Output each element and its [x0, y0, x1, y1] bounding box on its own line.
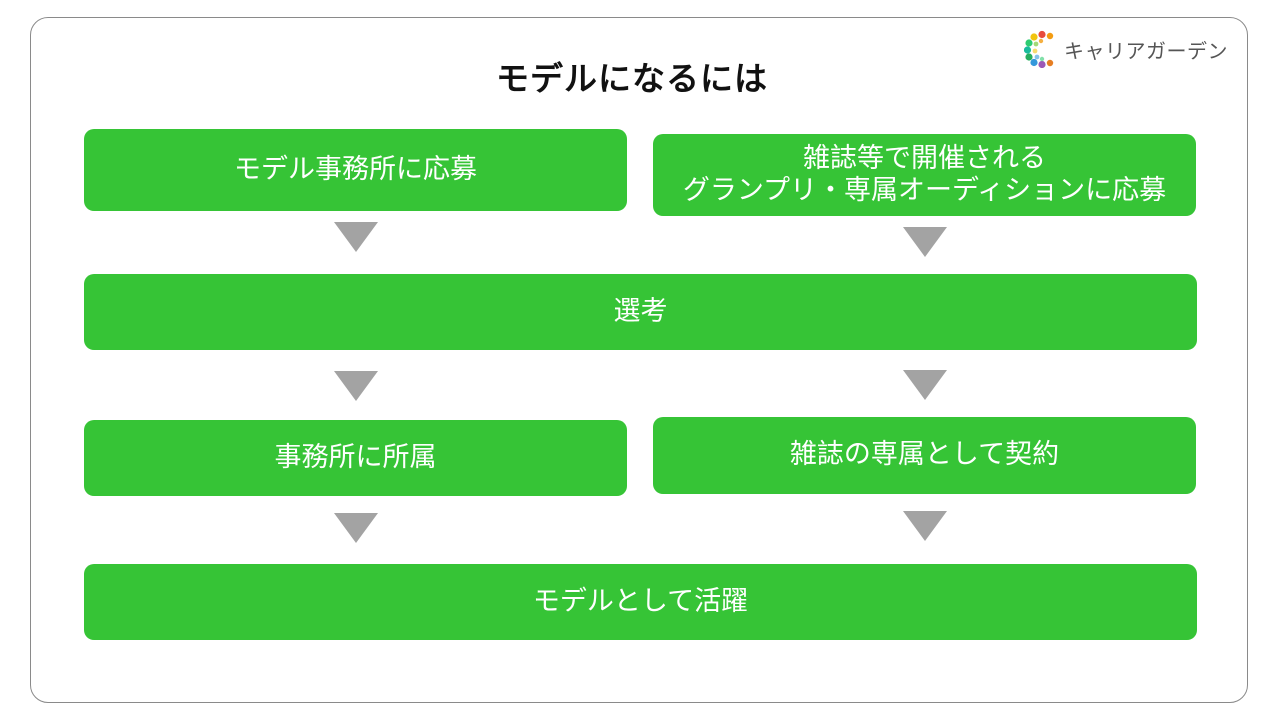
step-magazine-contract-label: 雑誌の専属として契約	[789, 439, 1060, 471]
step-magazine-contract: 雑誌の専属として契約	[653, 417, 1196, 494]
step-agency-join-label: 事務所に所属	[274, 441, 437, 473]
step-agency-join: 事務所に所属	[84, 420, 627, 496]
step-active-label: モデルとして活躍	[532, 585, 749, 617]
arrow-down-icon	[903, 227, 947, 257]
logo-text: キャリアガーデン	[1064, 38, 1228, 63]
step-selection: 選考	[84, 274, 1197, 350]
step-agency-apply-label: モデル事務所に応募	[234, 153, 477, 185]
arrow-down-icon	[334, 222, 378, 252]
step-active: モデルとして活躍	[84, 564, 1197, 640]
slide-title: モデルになるには	[496, 59, 768, 98]
step-magazine-apply: 雑誌等で開催される グランプリ・専属オーディションに応募	[653, 134, 1196, 216]
arrow-down-icon	[334, 371, 378, 401]
logo-c-icon	[1024, 30, 1054, 68]
arrow-down-icon	[334, 513, 378, 543]
career-garden-logo: キャリアガーデン	[1024, 30, 1228, 68]
arrow-down-icon	[903, 370, 947, 400]
step-agency-apply: モデル事務所に応募	[84, 129, 627, 211]
step-magazine-apply-line2: グランプリ・専属オーディションに応募	[682, 175, 1167, 206]
step-magazine-apply-line1: 雑誌等で開催される	[803, 142, 1046, 174]
arrow-down-icon	[903, 511, 947, 541]
step-selection-label: 選考	[613, 295, 668, 327]
